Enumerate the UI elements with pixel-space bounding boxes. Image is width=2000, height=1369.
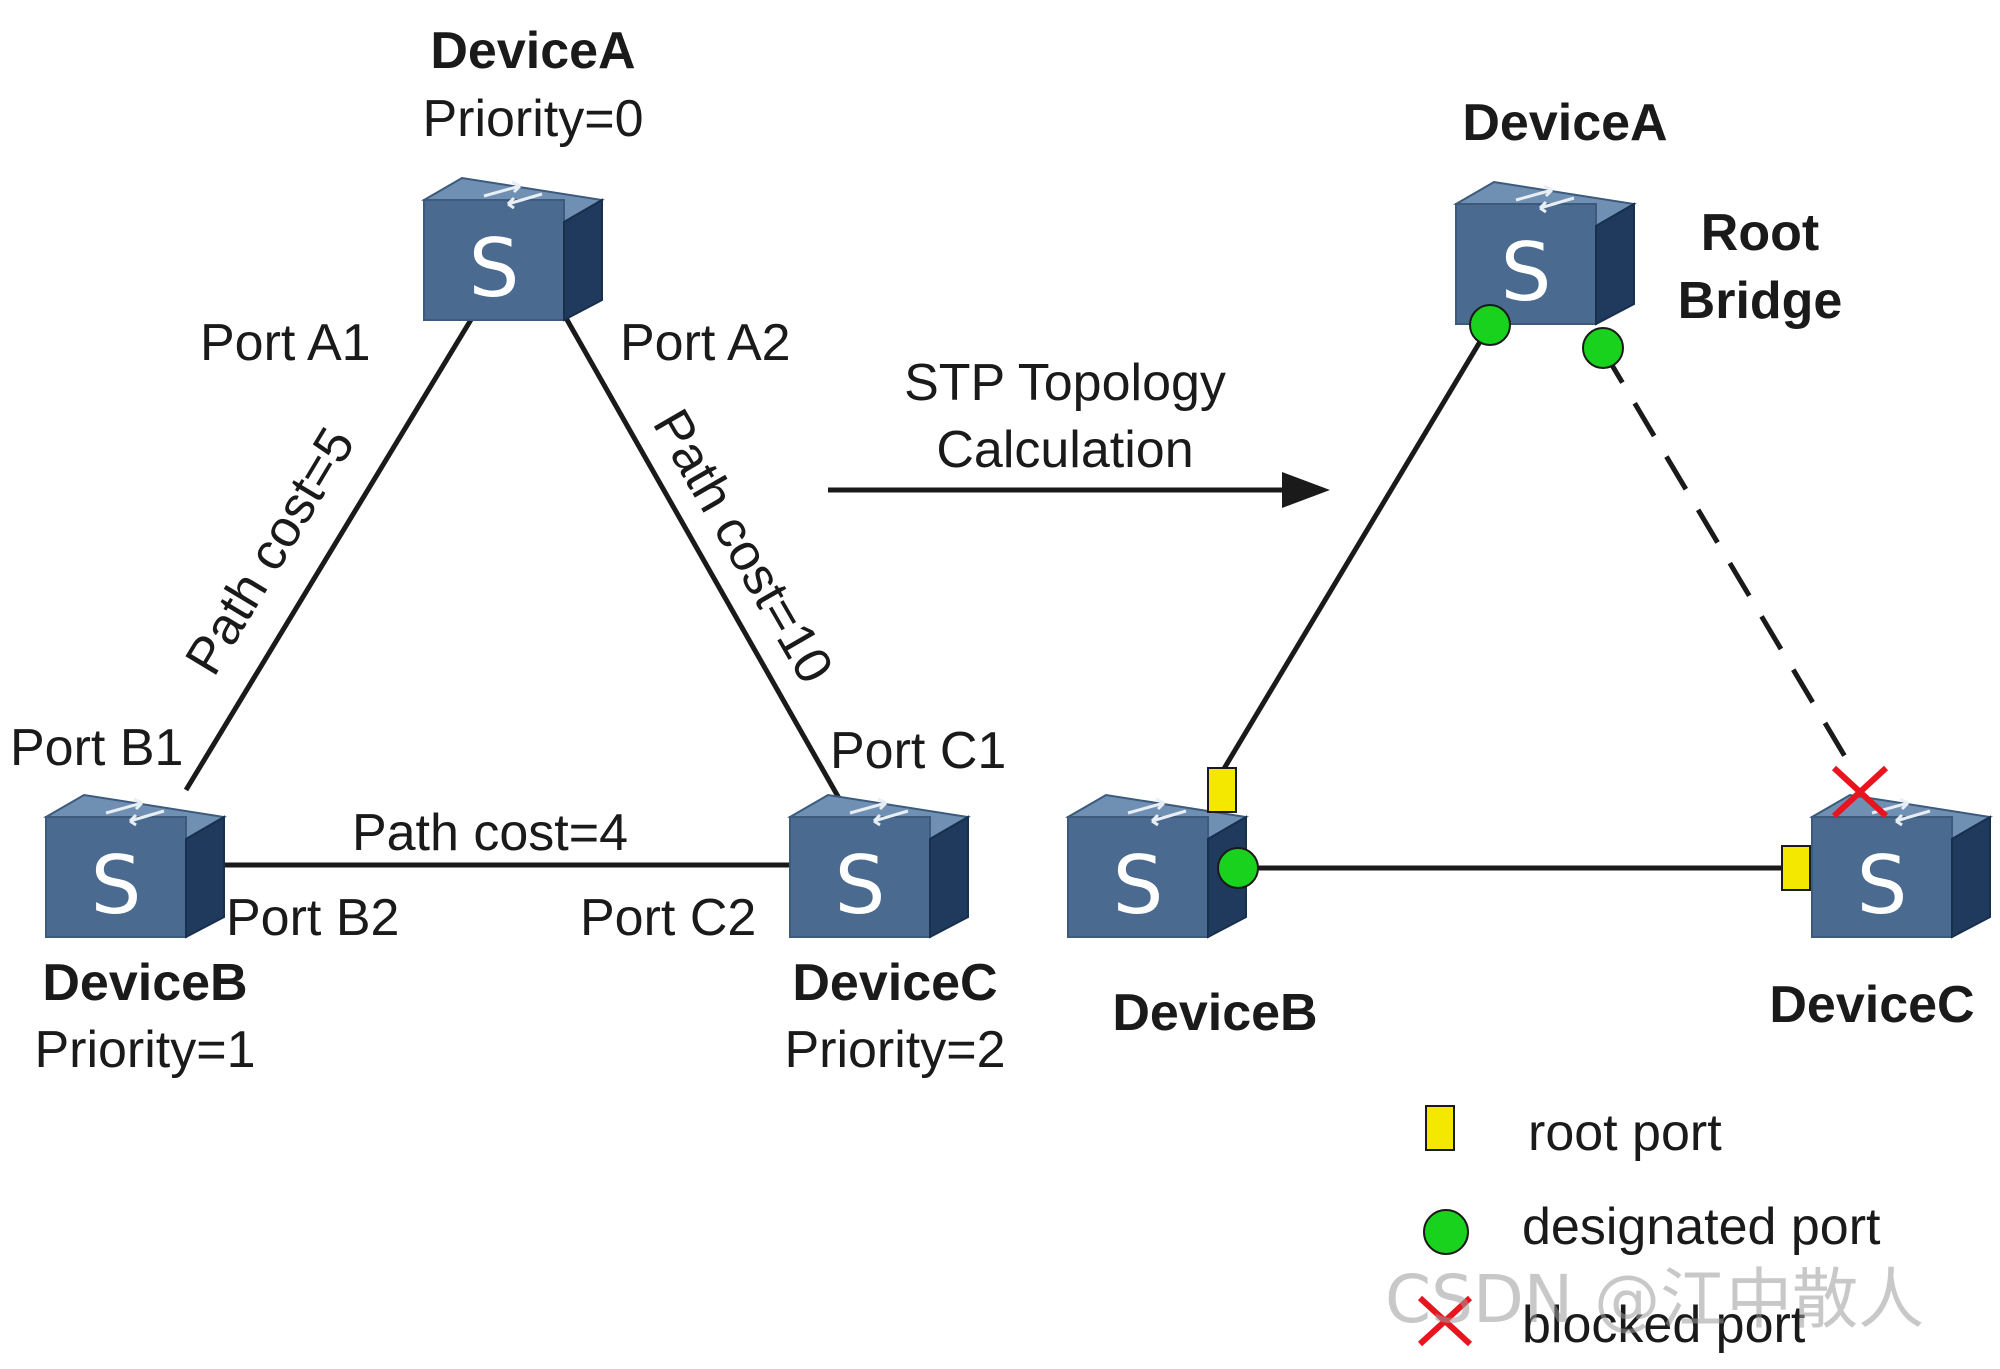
path-cost-b-c: Path cost=4 xyxy=(352,804,628,862)
device-a-priority: Priority=0 xyxy=(422,90,643,148)
watermark: CSDN @江中散人 xyxy=(1385,1261,1924,1338)
device-a-name: DeviceA xyxy=(430,22,635,80)
port-c1-label: Port C1 xyxy=(830,722,1006,780)
designated-port-b-to-c xyxy=(1217,847,1259,889)
port-a2-label: Port A2 xyxy=(620,314,791,372)
path-cost-a-c: Path cost=10 xyxy=(641,400,844,693)
link-a-b xyxy=(183,316,475,792)
root-port-c xyxy=(1781,845,1811,891)
legend-blocked-port-icon xyxy=(1417,1295,1473,1347)
left-topology: DeviceA Priority=0 Port A1 Port A2 Port … xyxy=(10,22,1006,1079)
legend-designated-port-label: designated port xyxy=(1522,1198,1881,1256)
switch-icon-device-a-root xyxy=(1454,180,1636,326)
root-bridge-label-line-1: Root xyxy=(1701,204,1819,262)
arrow-label-line-2: Calculation xyxy=(936,421,1193,479)
designated-port-a-to-c xyxy=(1582,327,1624,369)
port-b2-label: Port B2 xyxy=(226,889,399,947)
device-c-priority: Priority=2 xyxy=(784,1021,1005,1079)
link-a-c xyxy=(563,316,843,802)
right-device-c-name: DeviceC xyxy=(1769,976,1974,1034)
port-c2-label: Port C2 xyxy=(580,889,756,947)
legend-designated-port-icon xyxy=(1423,1209,1469,1255)
device-b-name: DeviceB xyxy=(42,954,247,1012)
root-port-b xyxy=(1207,767,1237,813)
switch-icon-device-a xyxy=(422,176,604,322)
link-a-b-forwarding xyxy=(1219,323,1493,774)
switch-icon-device-c-right xyxy=(1810,793,1992,939)
blocked-port-c-icon xyxy=(1831,765,1889,819)
port-b1-label: Port B1 xyxy=(10,719,183,777)
legend-root-port-label: root port xyxy=(1528,1104,1722,1162)
stp-calculation-arrow: STP Topology Calculation xyxy=(828,354,1330,508)
path-cost-a-b: Path cost=5 xyxy=(174,418,366,685)
arrow-head-icon xyxy=(1282,472,1330,508)
designated-port-a-to-b xyxy=(1469,304,1511,346)
switch-icon-device-c xyxy=(788,793,970,939)
arrow-label-line-1: STP Topology xyxy=(904,354,1226,412)
link-a-c-blocked xyxy=(1600,348,1853,767)
legend-blocked-port-label: blocked port xyxy=(1522,1296,1806,1354)
legend-root-port-icon xyxy=(1425,1105,1455,1151)
switch-icon-device-b xyxy=(44,793,226,939)
device-b-priority: Priority=1 xyxy=(34,1021,255,1079)
device-c-name: DeviceC xyxy=(792,954,997,1012)
right-topology: DeviceA Root Bridge DeviceB DeviceC xyxy=(1066,94,1992,1042)
right-device-b-name: DeviceB xyxy=(1112,984,1317,1042)
port-a1-label: Port A1 xyxy=(200,314,371,372)
root-bridge-label-line-2: Bridge xyxy=(1678,272,1843,330)
right-device-a-name: DeviceA xyxy=(1462,94,1667,152)
legend: root port designated port blocked port xyxy=(1417,1104,1881,1354)
